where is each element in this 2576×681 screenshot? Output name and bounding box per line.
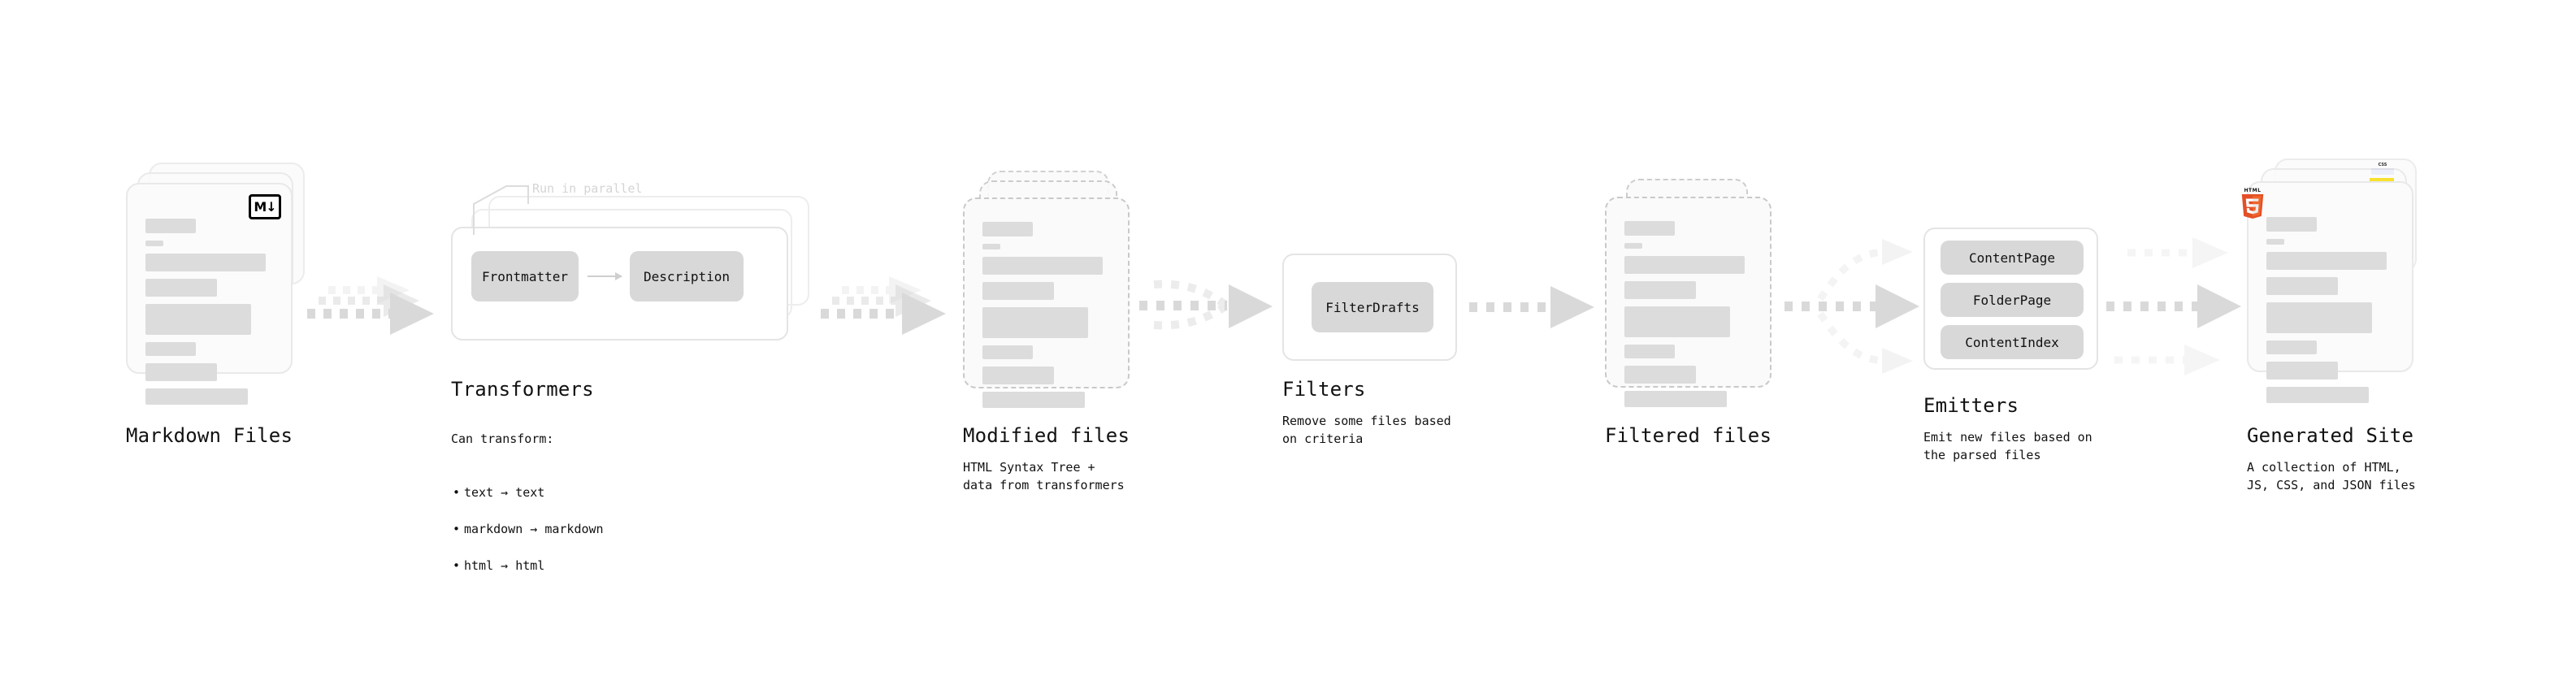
skeleton-bar	[1624, 366, 1696, 384]
stage-title: Generated Site	[2247, 424, 2414, 447]
filters-box: FilterDrafts	[1282, 254, 1457, 361]
modified-files-stack	[963, 171, 1142, 414]
list-item: markdown → markdown	[451, 520, 604, 540]
skeleton-bar	[1624, 221, 1675, 236]
arrow-filters-to-filtered	[1469, 286, 1594, 328]
stage-subtitle: Can transform: text → text markdown → ma…	[451, 413, 604, 611]
skeleton-bar	[1624, 306, 1730, 337]
transformers-group: Frontmatter Description Run in parallel	[451, 181, 829, 366]
skeleton-bar	[2266, 252, 2387, 270]
skeleton-bar	[1624, 281, 1696, 299]
markdown-skeleton-lines	[145, 219, 273, 412]
generated-site-stack: CSS HTML	[2241, 158, 2434, 403]
arrow-transformers-to-modified	[821, 276, 946, 335]
filtered-files-stack	[1605, 179, 1784, 414]
chip-description[interactable]: Description	[630, 251, 744, 301]
skeleton-bar	[145, 363, 217, 381]
transform-list: text → text markdown → markdown html → h…	[451, 466, 604, 593]
stage-title: Emitters	[1923, 394, 2019, 417]
skeleton-bar	[982, 345, 1033, 359]
skeleton-bar	[145, 279, 217, 297]
skeleton-bar	[1624, 256, 1745, 274]
chip-frontmatter[interactable]: Frontmatter	[471, 251, 579, 301]
run-in-parallel-label: Run in parallel	[532, 181, 643, 196]
chip-contentindex[interactable]: ContentIndex	[1941, 325, 2084, 359]
stage-subtitle: A collection of HTML, JS, CSS, and JSON …	[2247, 460, 2416, 492]
site-skeleton-lines	[2266, 217, 2394, 410]
emitters-caption: Emitters Emit new files based on the par…	[1923, 394, 2092, 465]
markdown-card-front: M↓	[126, 183, 293, 405]
emitters-box: ContentPage FolderPage ContentIndex	[1923, 228, 2098, 370]
skeleton-bar	[982, 257, 1103, 275]
generated-site-caption: Generated Site A collection of HTML, JS,…	[2247, 424, 2416, 495]
modified-skeleton-lines	[982, 222, 1110, 415]
stage-title: Filtered files	[1605, 424, 1772, 447]
filtered-card-front	[1605, 197, 1772, 407]
skeleton-bar	[1624, 345, 1675, 358]
skeleton-bar	[982, 282, 1054, 300]
stage-subtitle: HTML Syntax Tree + data from transformer…	[963, 460, 1125, 492]
stage-title: Filters	[1282, 378, 1366, 401]
html5-badge-icon: HTML	[2240, 188, 2265, 219]
skeleton-bar	[2266, 387, 2369, 403]
skeleton-bar	[1624, 243, 1642, 249]
stage-title: Modified files	[963, 424, 1130, 447]
arrow-filtered-to-emitters	[1785, 239, 1919, 374]
site-card-front: HTML	[2241, 181, 2413, 403]
markdown-files-stack: M↓	[126, 163, 305, 405]
skeleton-bar	[982, 244, 1000, 249]
css-badge-label: CSS	[2378, 163, 2387, 167]
arrow-emitters-to-site	[2106, 237, 2241, 375]
skeleton-bar	[2266, 362, 2338, 380]
skeleton-bar	[2266, 340, 2317, 354]
filters-caption: Filters Remove some files based on crite…	[1282, 378, 1451, 449]
transform-lead: Can transform:	[451, 431, 554, 446]
transformers-inner-arrow-front	[588, 272, 622, 280]
skeleton-bar	[145, 254, 266, 271]
skeleton-bar	[1624, 391, 1727, 407]
arrow-modified-to-filters	[1139, 280, 1273, 330]
chip-folderpage[interactable]: FolderPage	[1941, 283, 2084, 317]
list-item: html → html	[451, 557, 604, 576]
skeleton-bar	[2266, 302, 2372, 333]
skeleton-bar	[982, 222, 1033, 236]
filtered-skeleton-lines	[1624, 221, 1752, 414]
skeleton-bar	[982, 392, 1085, 408]
skeleton-bar	[145, 219, 196, 233]
arrow-markdown-to-transformers	[307, 276, 434, 335]
markdown-files-caption: Markdown Files	[126, 424, 293, 447]
skeleton-bar	[145, 241, 163, 246]
skeleton-bar	[2266, 239, 2284, 245]
skeleton-bar	[145, 388, 248, 405]
skeleton-bar	[982, 367, 1054, 384]
modified-card-front	[963, 197, 1130, 408]
skeleton-bar	[145, 342, 196, 356]
skeleton-bar	[2266, 217, 2317, 232]
chip-filterdrafts[interactable]: FilterDrafts	[1312, 282, 1433, 332]
modified-files-caption: Modified files HTML Syntax Tree + data f…	[963, 424, 1130, 495]
stage-subtitle: Remove some files based on criteria	[1282, 414, 1451, 446]
stage-subtitle: Emit new files based on the parsed files	[1923, 430, 2092, 462]
stage-title: Transformers	[451, 378, 594, 401]
html5-badge-label: HTML	[2244, 188, 2262, 193]
stage-title: Markdown Files	[126, 424, 293, 447]
transformers-caption: Transformers Can transform: text → text …	[451, 378, 604, 611]
markdown-badge-icon: M↓	[249, 194, 281, 219]
filtered-files-caption: Filtered files	[1605, 424, 1772, 447]
skeleton-bar	[982, 307, 1088, 338]
chip-contentpage[interactable]: ContentPage	[1941, 241, 2084, 275]
transformers-box: Frontmatter Description	[451, 227, 788, 340]
skeleton-bar	[2266, 277, 2338, 295]
skeleton-bar	[145, 304, 251, 335]
list-item: text → text	[451, 484, 604, 503]
